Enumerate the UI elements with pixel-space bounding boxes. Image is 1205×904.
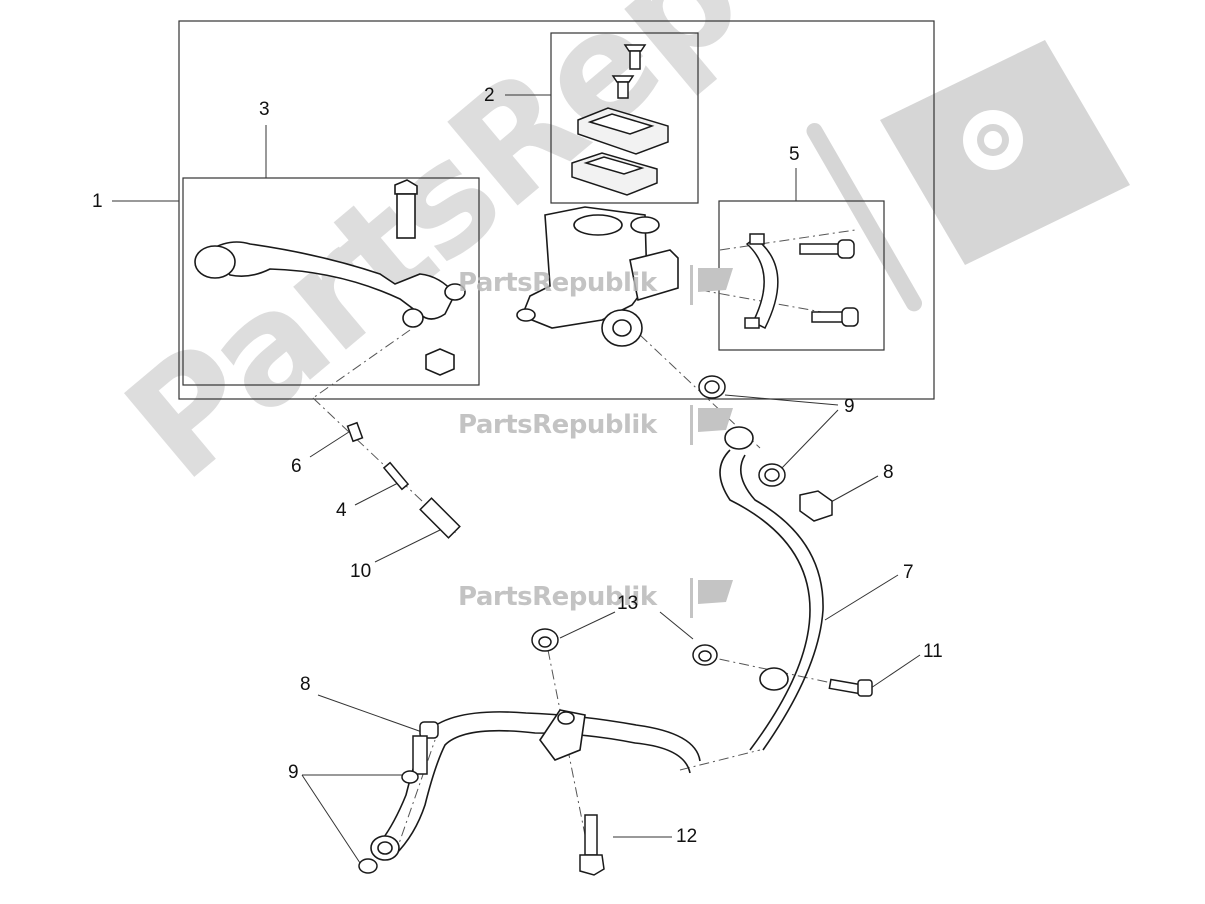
part-1-master-cylinder: [516, 206, 679, 347]
part-6-4-10-pins: [346, 421, 461, 539]
assembly-dashlines: [312, 229, 866, 861]
callout-13: 13: [617, 593, 639, 614]
callout-9-left: 9: [288, 762, 299, 783]
watermark-small-logos: [690, 265, 733, 618]
callout-8-right: 8: [883, 462, 894, 483]
callout-11: 11: [923, 641, 943, 662]
callout-5: 5: [789, 144, 800, 165]
part-13-grommets: [531, 628, 718, 666]
callout-8-left: 8: [300, 674, 311, 695]
part-8-9-banjo-right: [698, 375, 833, 522]
callout-1: 1: [92, 191, 103, 212]
callout-9-right: 9: [844, 396, 855, 417]
callout-10: 10: [350, 561, 372, 582]
part-7-hose: [719, 426, 824, 751]
watermark-small-1: PartsRepublik: [458, 268, 657, 298]
watermark-small-2: PartsRepublik: [458, 410, 657, 440]
callout-4: 4: [336, 500, 347, 521]
part-5-clamp: [744, 233, 859, 330]
lower-pipe: [370, 709, 701, 861]
leader-lines: [112, 94, 921, 867]
part-11-bolt: [828, 678, 873, 697]
callout-3: 3: [259, 99, 270, 120]
part-12-bolt: [579, 814, 605, 876]
subassembly-box-2: [550, 32, 699, 204]
part-3-lever: [194, 179, 466, 376]
callout-2: 2: [484, 85, 495, 106]
subassembly-box-3: [182, 177, 480, 386]
watermark-logo-icon: [806, 40, 1130, 312]
part-2-reservoir-cap: [571, 44, 669, 196]
callout-12: 12: [676, 826, 698, 847]
callout-6: 6: [291, 456, 302, 477]
callout-7: 7: [903, 562, 914, 583]
part-8-9-banjo-left: [358, 721, 439, 874]
assembly-box-1: [178, 20, 935, 400]
watermark-small-3: PartsRepublik: [458, 582, 657, 612]
